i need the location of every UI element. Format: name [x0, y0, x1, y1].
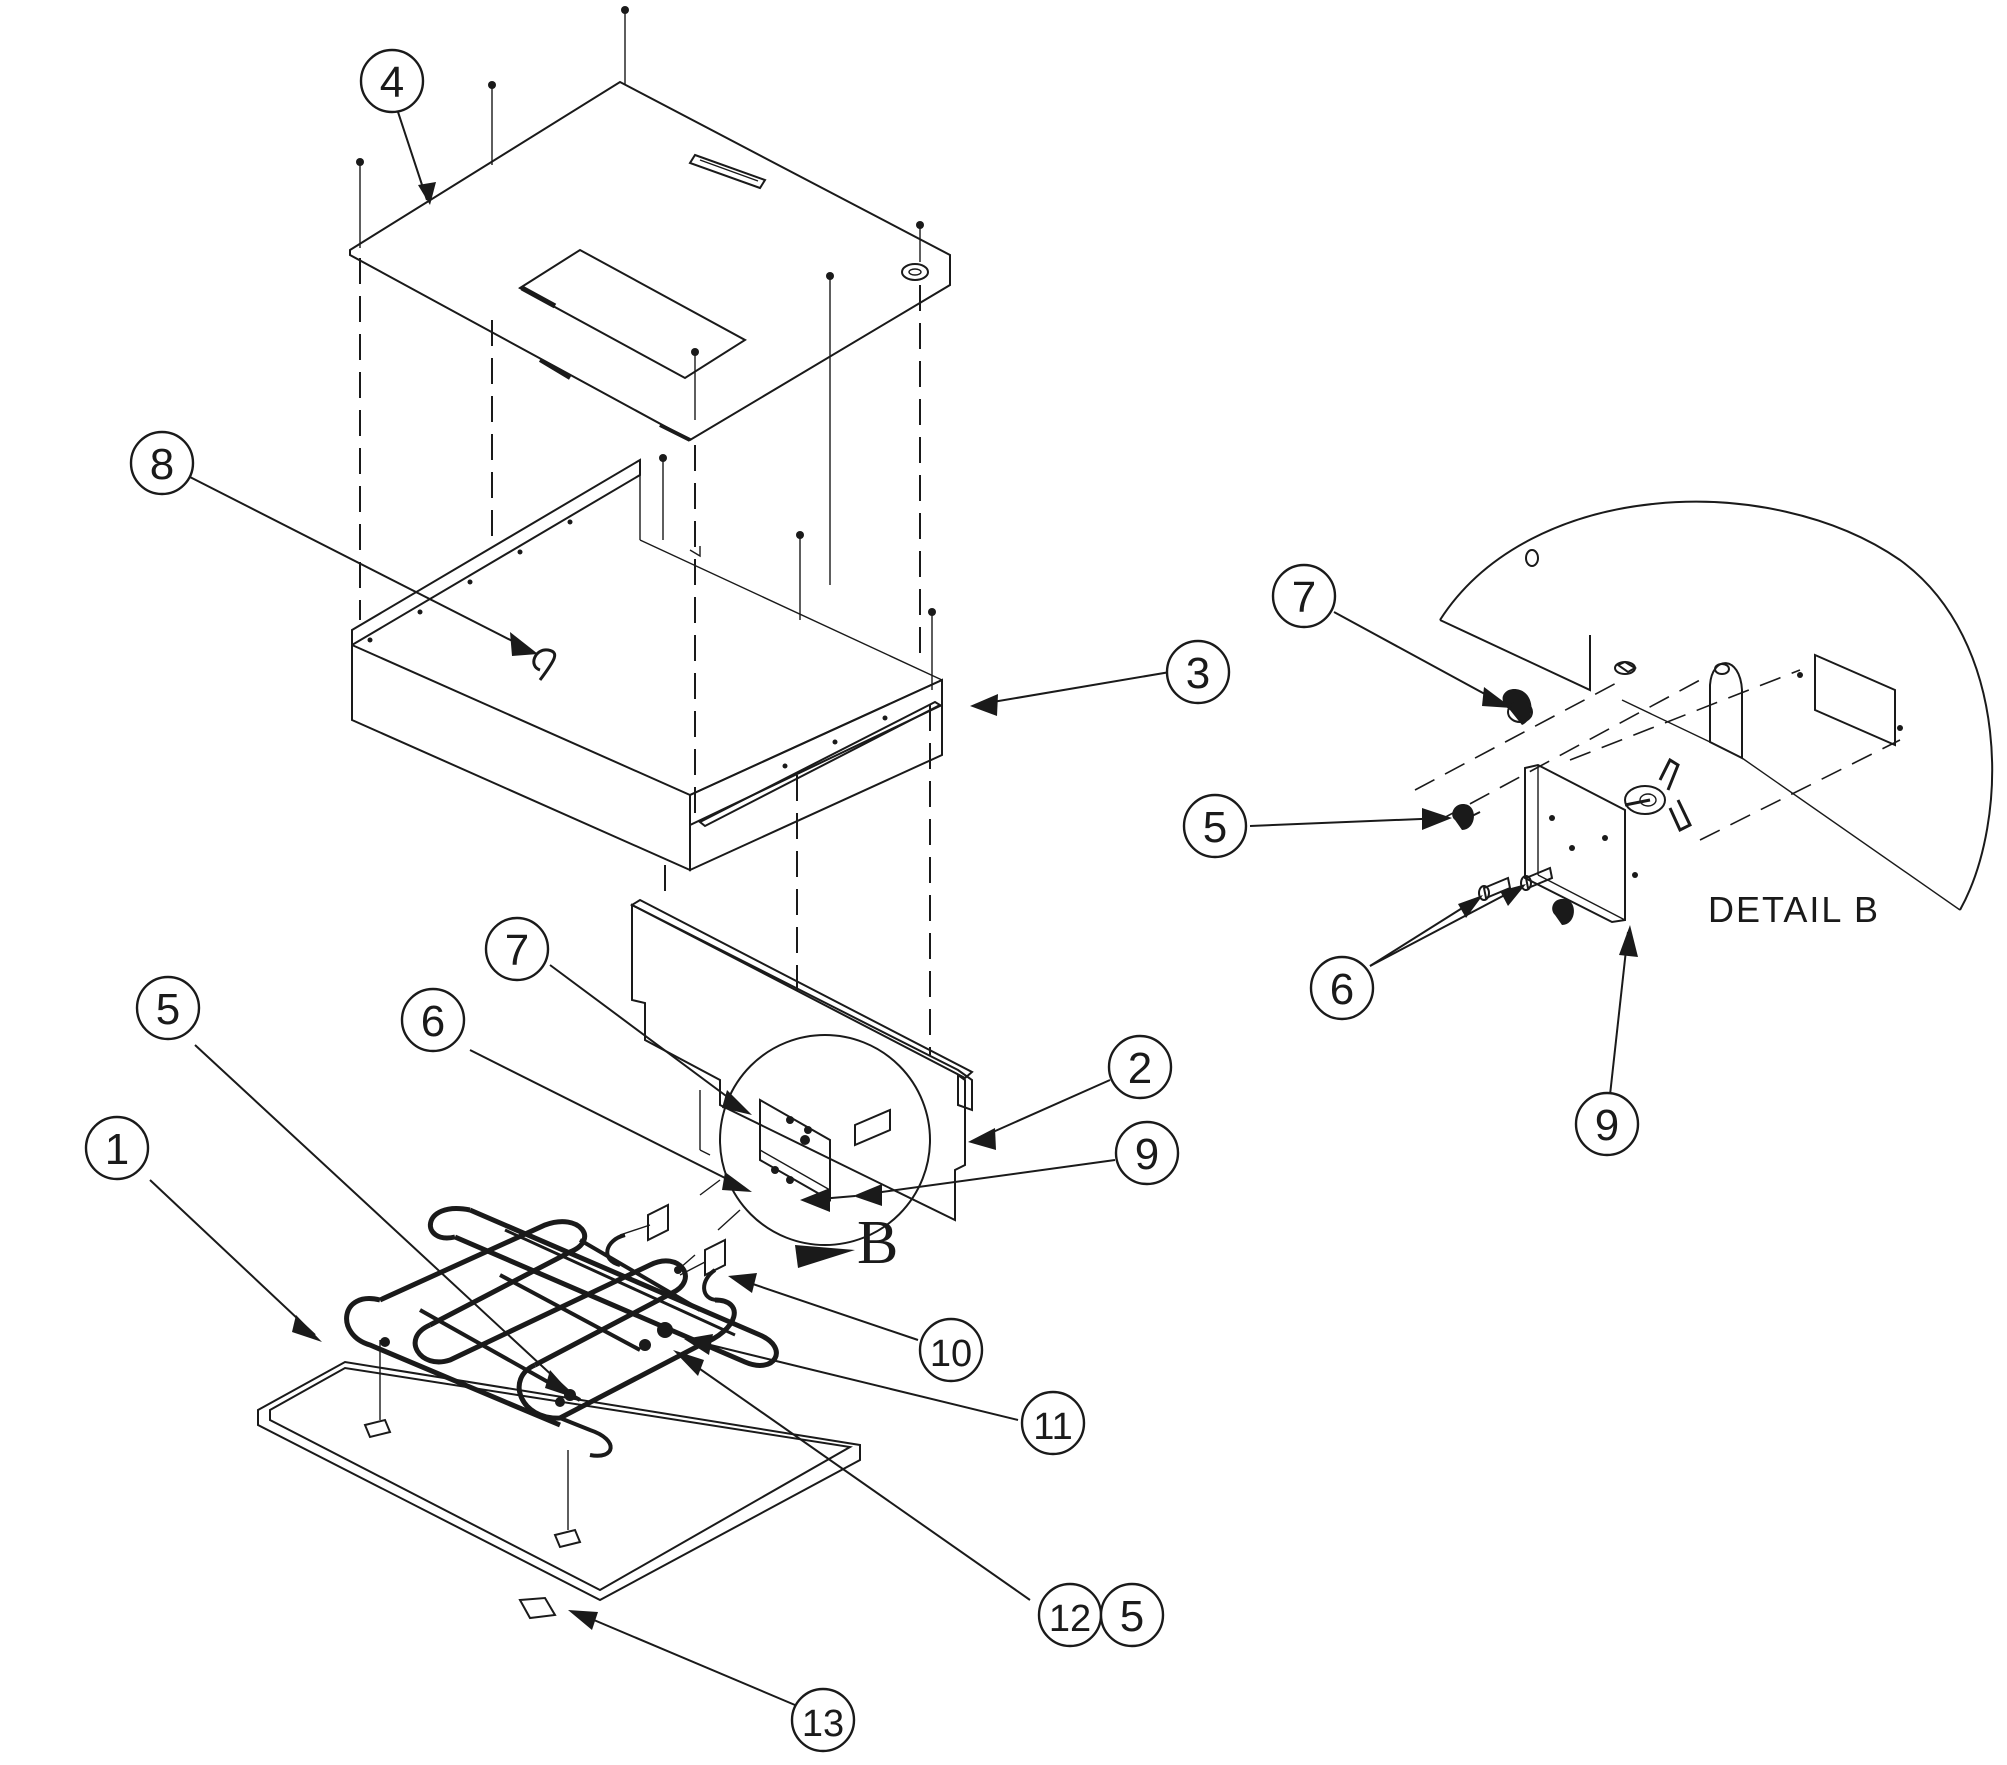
callout-11: 11 — [1020, 1390, 1086, 1456]
top-cover — [349, 80, 951, 442]
top-screws — [356, 6, 924, 585]
svg-text:5: 5 — [1203, 803, 1227, 852]
callout-4: 4 — [359, 48, 425, 114]
callout-5-second: 5 — [1099, 1582, 1165, 1648]
callout-13: 13 — [790, 1687, 856, 1753]
detail-callout-9: 9 — [1574, 1091, 1640, 1157]
callout-2: 2 — [1107, 1034, 1173, 1100]
callout-12: 12 — [1037, 1582, 1103, 1648]
heating-element-assembly — [257, 1179, 861, 1620]
back-panel — [629, 898, 974, 1268]
svg-text:3: 3 — [1186, 649, 1210, 698]
callout-5: 5 — [135, 975, 201, 1041]
callout-6: 6 — [400, 987, 466, 1053]
detail-callout-5: 5 — [1182, 793, 1248, 859]
callout-1: 1 — [84, 1115, 150, 1181]
svg-text:7: 7 — [505, 926, 529, 975]
callout-10: 10 — [918, 1317, 984, 1383]
svg-text:7: 7 — [1292, 573, 1316, 622]
svg-text:5: 5 — [156, 985, 180, 1034]
detail-callout-6: 6 — [1309, 955, 1375, 1021]
svg-text:5: 5 — [1120, 1592, 1144, 1641]
svg-text:1: 1 — [105, 1125, 129, 1174]
svg-text:6: 6 — [421, 997, 445, 1046]
svg-text:9: 9 — [1135, 1130, 1159, 1179]
svg-text:11: 11 — [1033, 1406, 1072, 1448]
svg-text:12: 12 — [1049, 1598, 1091, 1640]
tray — [351, 454, 943, 872]
svg-text:4: 4 — [380, 58, 404, 107]
detail-b-view — [1414, 500, 1994, 925]
callout-8: 8 — [129, 430, 195, 496]
callout-9: 9 — [1114, 1120, 1180, 1186]
svg-text:2: 2 — [1128, 1044, 1152, 1093]
callout-7: 7 — [484, 916, 550, 982]
detail-b-label: DETAIL B — [1708, 889, 1880, 930]
svg-text:13: 13 — [802, 1703, 844, 1745]
detail-callout-7: 7 — [1271, 563, 1337, 629]
svg-text:8: 8 — [150, 440, 174, 489]
svg-text:6: 6 — [1330, 965, 1354, 1014]
leader-lines — [149, 111, 1638, 1706]
detail-b-marker: B — [857, 1209, 898, 1277]
assembly-lines — [359, 258, 931, 1055]
callout-3: 3 — [1165, 639, 1231, 705]
svg-text:9: 9 — [1595, 1101, 1619, 1150]
svg-text:10: 10 — [930, 1333, 972, 1375]
